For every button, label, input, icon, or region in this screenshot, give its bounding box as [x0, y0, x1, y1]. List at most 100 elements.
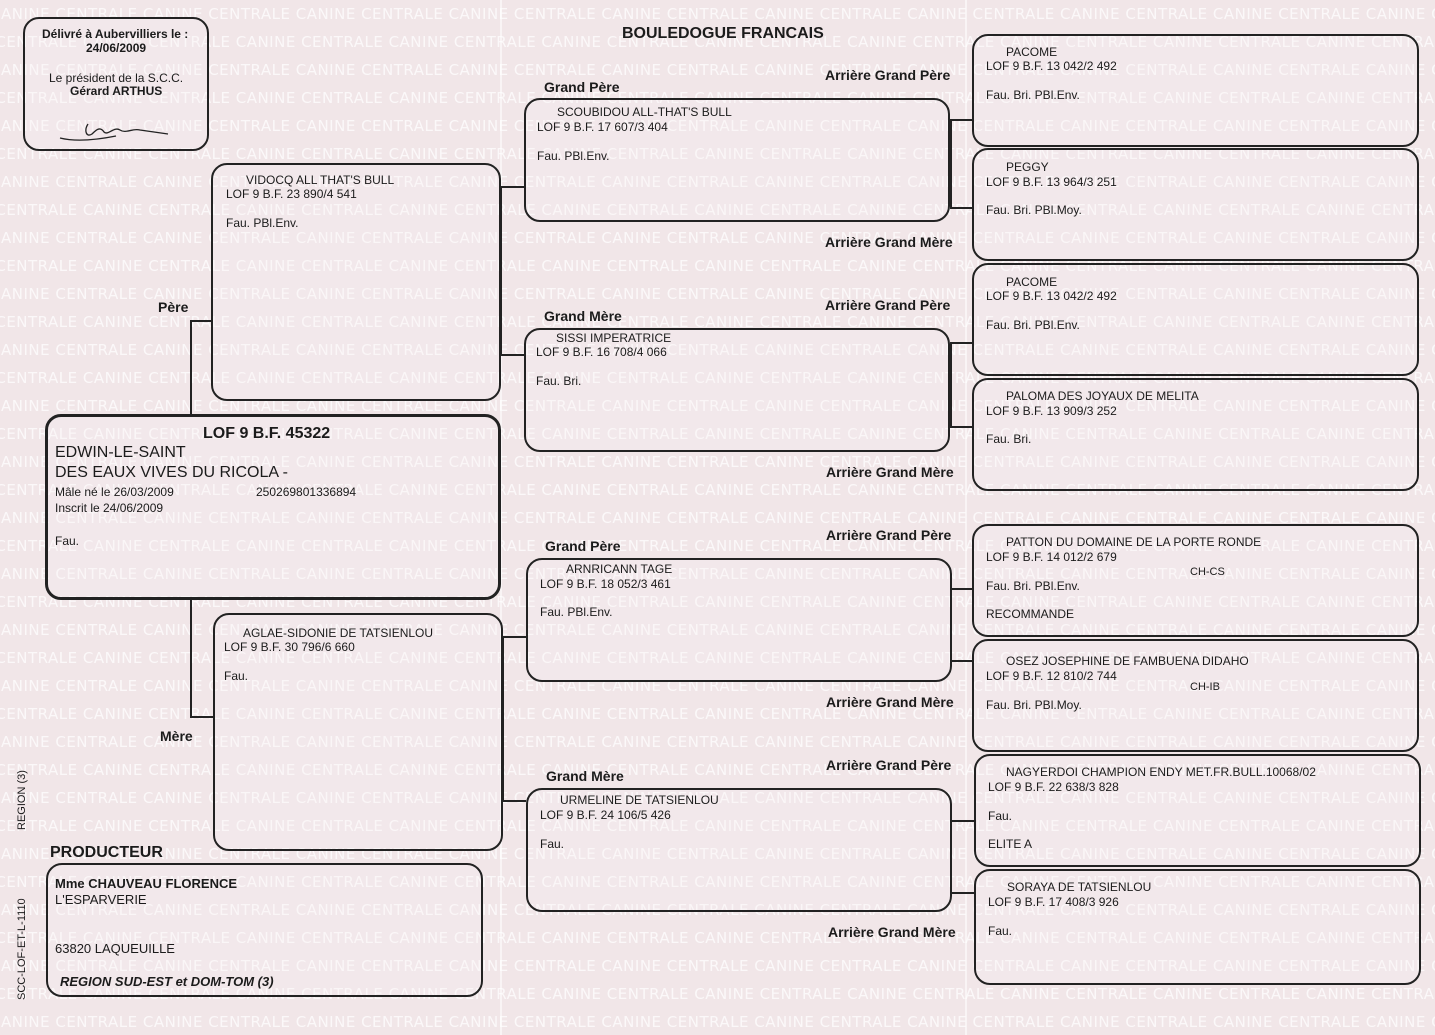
great-grandparent-name: PEGGY [1006, 160, 1049, 174]
subject-color: Fau. [55, 534, 80, 548]
label-producteur: PRODUCTEUR [50, 844, 163, 861]
dam-box [213, 613, 503, 851]
great-grandparent-color: Fau. [988, 924, 1013, 938]
label-mere: Mère [160, 728, 193, 744]
connector-line [950, 119, 952, 209]
grandparent-color: Fau. Bri. [536, 374, 582, 388]
president-name: Gérard ARTHUS [70, 84, 163, 98]
grandparent-color: Fau. PBl.Env. [540, 605, 613, 619]
breed-title: BOULEDOGUE FRANCAIS [622, 25, 824, 42]
subject-chip: 250269801336894 [256, 485, 357, 499]
subject-lof: LOF 9 B.F. 45322 [203, 425, 331, 442]
sire-color: Fau. PBl.Env. [226, 216, 299, 230]
fold-line [500, 0, 502, 1035]
side-form-code: SCC-LOF-ET-L-1110 [16, 898, 28, 1000]
great-grandparent-color: Fau. Bri. PBl.Moy. [986, 698, 1082, 712]
president-line: Le président de la S.C.C. [49, 71, 184, 85]
label-grand-pere: Grand Père [545, 538, 621, 554]
great-grandparent-color: Fau. Bri. PBl.Env. [986, 88, 1080, 102]
dam-color: Fau. [224, 669, 249, 683]
sire-box [211, 163, 501, 401]
connector-line [500, 354, 524, 356]
great-grandparent-name: OSEZ JOSEPHINE DE FAMBUENA DIDAHO [1006, 654, 1249, 668]
great-grandparent-box [972, 263, 1419, 376]
connector-line [950, 426, 972, 428]
great-grandparent-extra: ELITE A [988, 837, 1033, 851]
great-grandparent-extra: RECOMMANDE [986, 607, 1075, 621]
grandparent-color: Fau. [540, 837, 565, 851]
great-grandparent-color: Fau. [988, 809, 1013, 823]
great-grandparent-title: CH-IB [1190, 681, 1220, 693]
great-grandparent-name: PACOME [1006, 275, 1058, 289]
label-grand-mere: Grand Mère [544, 308, 622, 324]
label-arriere-grand-pere: Arrière Grand Père [825, 67, 951, 83]
label-grand-pere: Grand Père [544, 79, 620, 95]
grandparent-box [526, 788, 952, 912]
great-grandparent-title: CH-CS [1190, 566, 1225, 578]
label-pere: Père [158, 299, 189, 315]
fold-line [965, 0, 967, 1035]
connector-line [500, 186, 524, 188]
label-arriere-grand-pere: Arrière Grand Père [825, 297, 951, 313]
grandparent-lof: LOF 9 B.F. 18 052/3 461 [540, 577, 671, 591]
connector-line [950, 342, 972, 344]
great-grandparent-lof: LOF 9 B.F. 22 638/3 828 [988, 780, 1119, 794]
grandparent-name: SCOUBIDOU ALL-THAT'S BULL [557, 105, 732, 119]
grandparent-box [526, 558, 952, 682]
grandparent-lof: LOF 9 B.F. 17 607/3 404 [537, 120, 668, 134]
great-grandparent-lof: LOF 9 B.F. 13 964/3 251 [986, 175, 1117, 189]
connector-line [950, 820, 974, 822]
great-grandparent-box [974, 754, 1421, 867]
connector-line [190, 600, 192, 718]
connector-line [950, 660, 972, 662]
delivered-line: Délivré à Aubervilliers le : [42, 27, 189, 41]
sire-name: VIDOCQ ALL THAT'S BULL [246, 173, 395, 187]
great-grandparent-name: PALOMA DES JOYAUX DE MELITA [1006, 389, 1199, 403]
great-grandparent-box [972, 378, 1419, 491]
great-grandparent-color: Fau. Bri. PBl.Env. [986, 579, 1080, 593]
dam-lof: LOF 9 B.F. 30 796/6 660 [224, 640, 355, 654]
label-arriere-grand-mere: Arrière Grand Mère [828, 924, 956, 940]
subject-registered: Inscrit le 24/06/2009 [55, 501, 164, 515]
producer-kennel: L'ESPARVERIE [55, 892, 147, 907]
connector-line [502, 636, 526, 638]
great-grandparent-lof: LOF 9 B.F. 17 408/3 926 [988, 895, 1119, 909]
great-grandparent-name: SORAYA DE TATSIENLOU [1007, 880, 1152, 894]
grandparent-color: Fau. PBl.Env. [537, 149, 610, 163]
subject-name2: DES EAUX VIVES DU RICOLA - [55, 464, 288, 481]
grandparent-lof: LOF 9 B.F. 16 708/4 066 [536, 345, 667, 359]
grandparent-box [524, 328, 950, 452]
grandparent-box [524, 98, 950, 222]
great-grandparent-name: PACOME [1006, 45, 1058, 59]
great-grandparent-lof: LOF 9 B.F. 13 909/3 252 [986, 404, 1117, 418]
great-grandparent-color: Fau. Bri. [986, 432, 1032, 446]
connector-line [190, 320, 192, 415]
connector-line [950, 588, 972, 590]
subject-name1: EDWIN-LE-SAINT [55, 444, 186, 461]
great-grandparent-color: Fau. Bri. PBl.Env. [986, 318, 1080, 332]
connector-line [500, 186, 502, 356]
producer-name: Mme CHAUVEAU FLORENCE [55, 876, 238, 891]
connector-line [950, 119, 972, 121]
connector-line [190, 716, 214, 718]
great-grandparent-box [974, 869, 1421, 985]
label-arriere-grand-pere: Arrière Grand Père [826, 527, 952, 543]
connector-line [950, 342, 952, 428]
great-grandparent-box [972, 524, 1419, 637]
subject-box [45, 414, 501, 600]
grandparent-lof: LOF 9 B.F. 24 106/5 426 [540, 808, 671, 822]
great-grandparent-box [972, 148, 1419, 261]
signature-image [59, 123, 169, 141]
grandparent-name: ARNRICANN TAGE [566, 562, 673, 576]
connector-line [502, 636, 504, 802]
connector-line [950, 892, 974, 894]
great-grandparent-name: PATTON DU DOMAINE DE LA PORTE RONDE [1006, 535, 1262, 549]
connector-line [950, 207, 972, 209]
grandparent-name: URMELINE DE TATSIENLOU [560, 793, 719, 807]
dam-name: AGLAE-SIDONIE DE TATSIENLOU [243, 626, 434, 640]
delivered-date: 24/06/2009 [86, 41, 147, 55]
label-grand-mere: Grand Mère [546, 768, 624, 784]
label-arriere-grand-pere: Arrière Grand Père [826, 757, 952, 773]
connector-line [502, 800, 526, 802]
label-arriere-grand-mere: Arrière Grand Mère [825, 234, 953, 250]
